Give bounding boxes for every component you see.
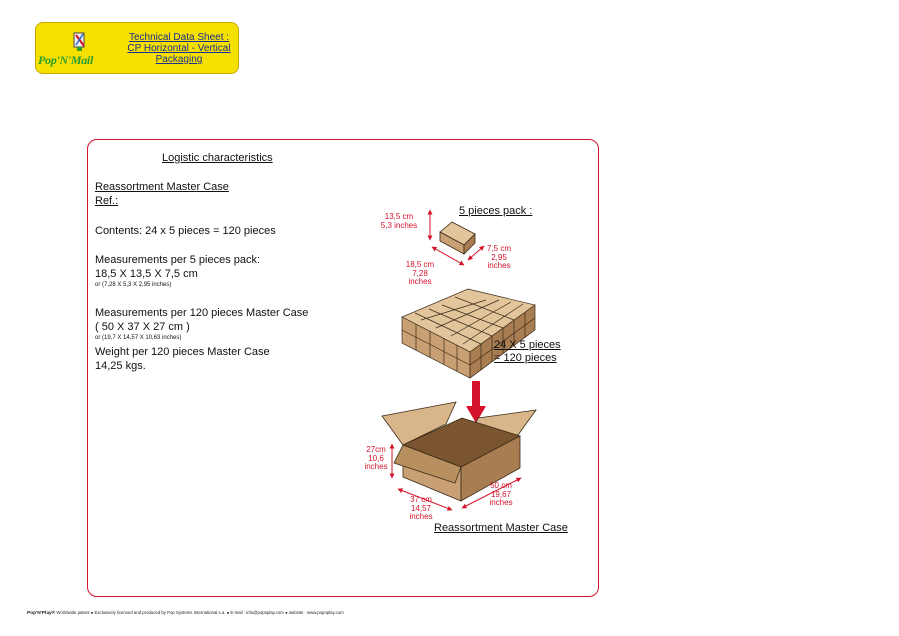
pack-length-cm: 18,5 cm — [405, 260, 435, 269]
pack-length-value: 7,28 — [412, 268, 428, 278]
pop-n-mail-logo-icon — [73, 32, 85, 51]
pack-imperial: or (7,28 X 5,3 X 2,95 inches) — [95, 282, 172, 288]
stack-label-line-1: 24 X 5 pieces — [494, 339, 561, 351]
product-ref-label: Ref.: — [95, 195, 119, 207]
case-height-unit: inches — [364, 462, 388, 471]
stack-label-line-2: = 120 pieces — [494, 352, 557, 364]
case-length-cm: 50 cm — [490, 481, 512, 490]
pack-height-label: 13,5 cm 5,3 inches — [380, 212, 418, 230]
header-badge: Pop'N'Mail Technical Data Sheet : CP Hor… — [35, 22, 239, 74]
case-height-label: 27cm 10,6 inches — [360, 445, 392, 472]
pack-length-unit: inches — [408, 277, 432, 286]
pack-depth-unit: inches — [487, 261, 511, 270]
pack-depth-cm: 7,5 cm — [486, 244, 511, 253]
header-title-line-1: Technical Data Sheet : — [128, 32, 230, 43]
pack-metric: 18,5 X 13,5 X 7,5 cm — [95, 268, 198, 280]
logistics-card — [87, 139, 599, 597]
case-width-unit: inches — [409, 512, 433, 521]
footer-text: Worldwide patent ● Exclusively licensed … — [56, 610, 344, 615]
contents-text: Contents: 24 x 5 pieces = 120 pieces — [95, 225, 276, 237]
product-name: Reassortment Master Case — [95, 181, 229, 193]
weight-heading: Weight per 120 pieces Master Case — [95, 346, 270, 358]
case-metric: ( 50 X 37 X 27 cm ) — [95, 321, 190, 333]
case-height-cm: 27cm — [366, 445, 386, 454]
section-title: Logistic characteristics — [162, 152, 273, 164]
header-title-line-2: CP Horizontal - Vertical — [127, 43, 231, 54]
pack-depth-label: 7,5 cm 2,95 inches — [481, 244, 517, 271]
case-length-unit: inches — [489, 498, 513, 507]
case-height-value: 10,6 — [368, 453, 384, 463]
case-caption: Reassortment Master Case — [434, 522, 568, 534]
header-title: Technical Data Sheet : CP Horizontal - V… — [120, 32, 238, 65]
pack-heading: Measurements per 5 pieces pack: — [95, 254, 261, 266]
weight-value: 14,25 kgs. — [95, 360, 146, 372]
small-pack-box-icon — [439, 221, 476, 255]
pack-height-in: 5,3 inches — [380, 220, 418, 230]
case-width-value: 14,57 — [410, 503, 432, 513]
stack-label: 24 X 5 pieces = 120 pieces — [494, 339, 561, 365]
header-title-line-3: Packaging — [155, 54, 203, 65]
case-width-label: 37 cm 14,57 inches — [403, 495, 439, 522]
case-width-cm: 37 cm — [410, 495, 432, 504]
pack-height-cm: 13,5 cm — [384, 212, 414, 221]
pack-length-label: 18,5 cm 7,28 inches — [402, 260, 438, 287]
case-length-value: 19,67 — [490, 489, 512, 499]
pack-label: 5 pieces pack : — [459, 205, 533, 217]
stacked-packs-icon — [401, 288, 536, 379]
case-length-label: 50 cm 19,67 inches — [484, 481, 518, 508]
case-imperial: or (19,7 X 14,57 X 10,63 inches) — [95, 335, 182, 341]
pack-depth-value: 2,95 — [491, 252, 507, 262]
footer: Pop'N'Play® Worldwide patent ● Exclusive… — [27, 610, 344, 616]
down-arrow-icon — [466, 381, 486, 423]
logo-text: Pop'N'Mail — [38, 53, 94, 67]
footer-brand: Pop'N'Play® — [27, 611, 56, 616]
case-heading: Measurements per 120 pieces Master Case — [95, 307, 309, 319]
